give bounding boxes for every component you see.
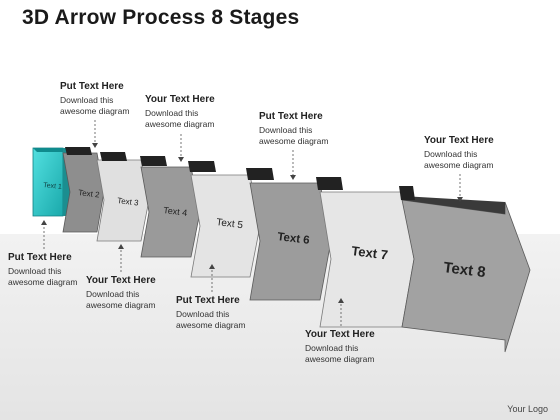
stage-5-label: Text 5	[216, 217, 244, 231]
stage-4-shape: Text 4	[140, 156, 201, 258]
callout-heading: Your Text Here	[86, 275, 156, 286]
callout-body: Download this awesome diagram	[259, 125, 329, 146]
callout-heading: Put Text Here	[60, 81, 124, 92]
connector-arrowheads	[41, 143, 463, 303]
stage-4-label: Text 4	[163, 205, 188, 218]
callout-top-4: Your Text Here Download this awesome dia…	[424, 135, 514, 171]
callout-heading: Your Text Here	[145, 94, 215, 105]
callout-body: Download this awesome diagram	[305, 343, 375, 364]
callout-body: Download this awesome diagram	[8, 266, 78, 287]
page-title: 3D Arrow Process 8 Stages	[22, 6, 300, 29]
callout-body: Download this awesome diagram	[424, 149, 494, 170]
callout-top-2: Your Text Here Download this awesome dia…	[145, 94, 235, 130]
callout-bottom-1: Put Text Here Download this awesome diag…	[8, 252, 98, 288]
callout-bottom-2: Your Text Here Download this awesome dia…	[86, 275, 176, 311]
stage-8-shape: Text 8	[399, 186, 531, 353]
logo-text: Your Logo	[507, 404, 548, 414]
connector-lines	[43, 120, 461, 326]
stage-7-shape: Text 7	[316, 177, 415, 328]
callout-top-1: Put Text Here Download this awesome diag…	[60, 81, 150, 117]
callout-top-3: Put Text Here Download this awesome diag…	[259, 111, 349, 147]
callout-bottom-3: Put Text Here Download this awesome diag…	[176, 295, 266, 331]
stage-8-label: Text 8	[443, 259, 487, 281]
callout-heading: Your Text Here	[305, 329, 375, 340]
stage-2-label: Text 2	[78, 188, 101, 200]
callout-heading: Put Text Here	[259, 111, 323, 122]
callout-bottom-4: Your Text Here Download this awesome dia…	[305, 329, 395, 365]
callout-body: Download this awesome diagram	[60, 95, 130, 116]
stage-7-label: Text 7	[351, 243, 389, 262]
callout-heading: Put Text Here	[176, 295, 240, 306]
stage-2-shape: Text 2	[62, 147, 105, 233]
stage-3-label: Text 3	[117, 196, 140, 208]
callout-body: Download this awesome diagram	[176, 309, 246, 330]
callout-heading: Your Text Here	[424, 135, 494, 146]
callout-heading: Put Text Here	[8, 252, 72, 263]
stage-1-label: Text 1	[43, 182, 62, 191]
stage-5-shape: Text 5	[188, 161, 261, 278]
stage-6-label: Text 6	[277, 231, 311, 247]
callout-body: Download this awesome diagram	[86, 289, 156, 310]
callout-body: Download this awesome diagram	[145, 108, 215, 129]
stage-3-shape: Text 3	[96, 152, 150, 242]
